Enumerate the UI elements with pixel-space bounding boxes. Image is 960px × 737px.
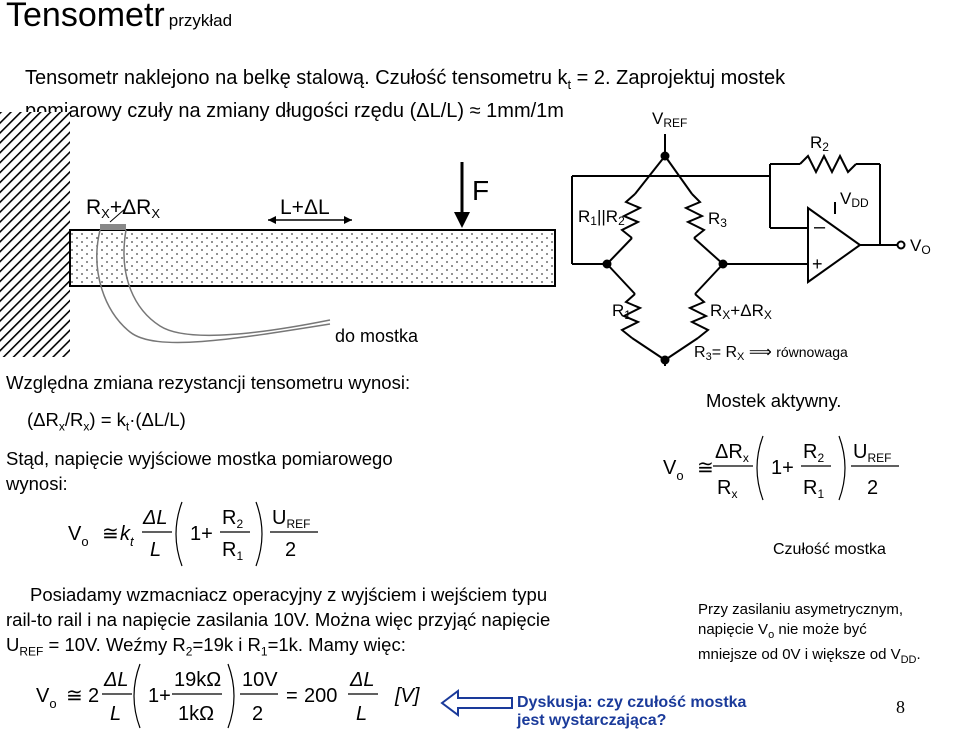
bridge-circuit: VREF R2 R1||R2 R3 VDD VO – + R1 RX+ΔRX R… (571, 109, 931, 366)
equation-active-bridge: Vo ≅ ΔRx Rx 1+ R2 R1 UREF 2 (663, 435, 899, 501)
svg-text:UREF: UREF (853, 441, 891, 465)
svg-text:ΔL: ΔL (103, 669, 129, 691)
steel-beam (69, 229, 556, 287)
svg-text:1+: 1+ (148, 685, 171, 707)
svg-text:R1: R1 (612, 301, 631, 322)
force-label: F (472, 175, 489, 206)
svg-text:R3: R3 (708, 209, 727, 230)
page-subtitle: przykład (168, 11, 233, 30)
assumption-text: Posiadamy wzmacniacz operacyjny z wyjści… (30, 584, 548, 605)
equation-final: Vo ≅ 2 ΔL L 1+ 19kΩ 1kΩ 10V 2 = 200 ΔL L… (36, 663, 420, 729)
svg-text:VO: VO (910, 236, 931, 257)
svg-text:Rx: Rx (717, 477, 737, 501)
asymmetric-supply-note: Przy zasilaniu asymetrycznym, napięcie V… (698, 601, 921, 666)
active-bridge-text: Mostek aktywny. (706, 390, 842, 411)
to-bridge-label: do mostka (335, 326, 419, 346)
gauge-wire-1 (96, 229, 331, 344)
svg-text:VREF: VREF (652, 109, 687, 130)
svg-text:R1: R1 (803, 477, 824, 501)
svg-text:+: + (812, 254, 823, 274)
svg-text:2: 2 (252, 703, 263, 725)
svg-text:Vo: Vo (36, 685, 57, 711)
svg-text:ΔL: ΔL (142, 507, 168, 529)
svg-text:R2: R2 (810, 133, 829, 154)
wall-hatch (0, 112, 70, 357)
svg-text:R1: R1 (222, 539, 243, 563)
svg-text:≅: ≅ (66, 685, 83, 707)
svg-text:ΔL: ΔL (349, 669, 375, 691)
formula-rel-change: (ΔRx/Rx) = kt·(ΔL/L) (27, 409, 186, 434)
svg-text:ΔRx: ΔRx (715, 441, 749, 465)
svg-text:10V: 10V (242, 669, 278, 691)
svg-text:–: – (814, 216, 826, 238)
gauge-leader (109, 207, 127, 223)
svg-text:[V]: [V] (394, 685, 420, 707)
svg-text:1+: 1+ (771, 457, 794, 479)
svg-text:2: 2 (867, 477, 878, 499)
svg-text:1kΩ: 1kΩ (178, 703, 214, 725)
svg-text:kt: kt (120, 523, 135, 549)
gauge-label: RX+ΔRX (86, 196, 160, 221)
svg-text:2: 2 (88, 685, 99, 707)
svg-text:RX+ΔRX: RX+ΔRX (710, 301, 772, 322)
svg-text:200: 200 (304, 685, 337, 707)
equation-output-voltage: Vo ≅ kt ΔL L 1+ R2 R1 UREF 2 (68, 501, 318, 567)
svg-text:L: L (150, 539, 161, 561)
svg-text:Vo: Vo (68, 523, 89, 549)
length-label: L+ΔL (280, 196, 330, 219)
left-arrow-icon (440, 689, 513, 717)
svg-text:VDD: VDD (840, 189, 869, 210)
svg-text:≅: ≅ (697, 457, 714, 479)
svg-text:R3= RX ⟹ równowaga: R3= RX ⟹ równowaga (694, 344, 848, 363)
strain-gauge (100, 224, 126, 230)
svg-text:1+: 1+ (190, 523, 213, 545)
beam-diagram: RX+ΔRX L+ΔL F do mostka (0, 112, 556, 357)
svg-text:UREF: UREF (272, 507, 310, 531)
svg-text:R2: R2 (803, 441, 824, 465)
discussion-question: Dyskusja: czy czułość mostka jest wystar… (517, 694, 747, 729)
hence-text: Stąd, napięcie wyjściowe mostka pomiarow… (6, 448, 393, 494)
intro-text: Tensometr naklejono na belkę stalową. Cz… (25, 67, 786, 122)
gauge-wire-2 (123, 229, 331, 337)
svg-text:19kΩ: 19kΩ (174, 669, 221, 691)
svg-text:≅: ≅ (102, 523, 119, 545)
sensitivity-label: Czułość mostka (773, 541, 886, 558)
svg-text:L: L (110, 703, 121, 725)
svg-text:Vo: Vo (663, 457, 684, 483)
assumption-text-cont: rail-to rail i na napięcie zasilania 10V… (6, 609, 551, 659)
svg-text:L: L (356, 703, 367, 725)
rel-change-text: Względna zmiana rezystancji tensometru w… (6, 372, 411, 393)
svg-text:R1||R2: R1||R2 (578, 207, 625, 228)
svg-text:R2: R2 (222, 507, 243, 531)
page-number: 8 (896, 697, 905, 717)
svg-text:2: 2 (285, 539, 296, 561)
svg-text:=: = (286, 685, 298, 707)
